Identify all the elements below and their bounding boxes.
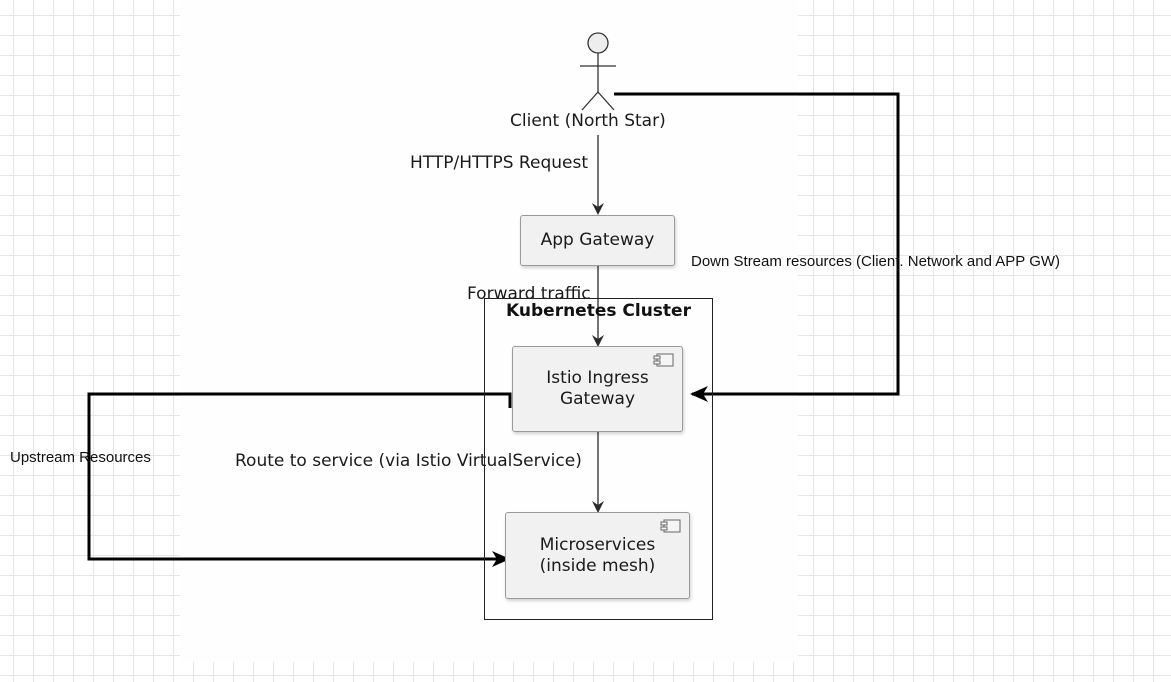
cluster-title: Kubernetes Cluster	[506, 301, 691, 321]
forward-label: Forward traffic	[467, 284, 591, 304]
kubernetes-cluster-frame: Kubernetes Cluster	[484, 298, 713, 620]
downstream-label[interactable]: Down Stream resources (Client. Network a…	[691, 253, 1061, 270]
component-icon	[660, 519, 681, 533]
app-gateway-label: App Gateway	[540, 230, 655, 250]
actor-label: Client (North Star)	[510, 111, 666, 131]
upstream-connector	[87, 392, 512, 567]
component-icon	[653, 353, 674, 367]
route-label: Route to service (via Istio VirtualServi…	[235, 451, 582, 471]
microservices-label-line2: (inside mesh)	[539, 555, 656, 576]
plantuml-image-panel	[180, 0, 798, 662]
request-label: HTTP/HTTPS Request	[410, 153, 588, 173]
app-gateway-node[interactable]: App Gateway	[520, 215, 675, 266]
microservices-label-line1: Microservices	[539, 534, 656, 555]
istio-ingress-label-line1: Istio Ingress	[546, 368, 649, 388]
istio-ingress-label-line2: Gateway	[559, 389, 636, 409]
stick-figure-actor-icon	[580, 32, 616, 111]
microservices-node[interactable]: Microservices (inside mesh)	[505, 512, 690, 599]
upstream-label[interactable]: Upstream Resources	[10, 449, 151, 466]
downstream-connector	[614, 92, 900, 402]
istio-ingress-node[interactable]: Istio Ingress Gateway	[512, 346, 683, 432]
